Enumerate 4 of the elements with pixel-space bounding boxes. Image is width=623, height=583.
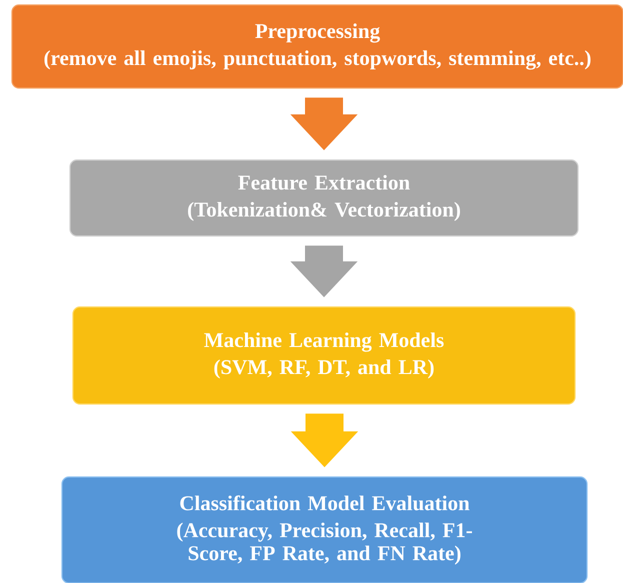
process-box: Feature Extraction (Tokenization& Vectorization) [69, 159, 579, 237]
process-box: Classification Model Evaluation (Accuracy, Precision, Recall, F1-Score, FP Rate, and FN Rate) [61, 476, 588, 583]
process-box: Preprocessing (remove all emojis, punctuation, stopwords, stemming, etc..) [11, 4, 623, 89]
process-box: Machine Learning Models (SVM, RF, DT, and LR) [72, 306, 576, 405]
